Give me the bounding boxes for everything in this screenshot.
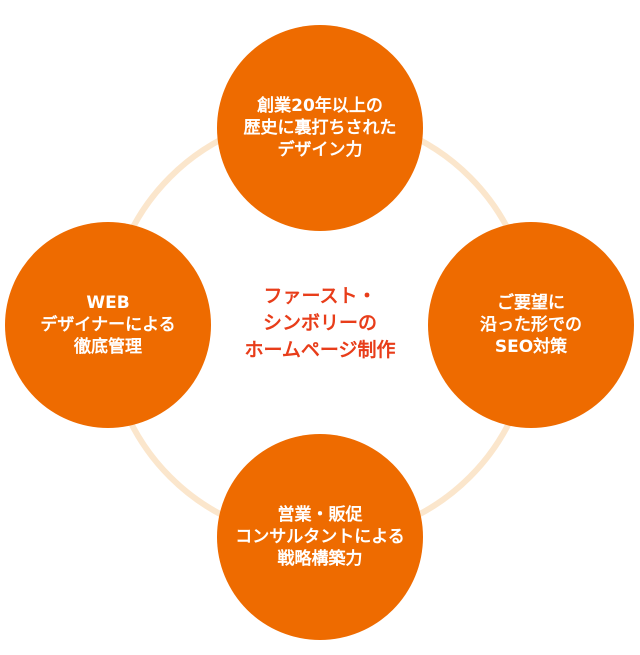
center-title: ファースト・ シンボリーの ホームページ制作 [205,283,435,364]
feature-design-line-3: デザイン力 [277,140,363,160]
feature-strategy-line-1: 営業・販促 [277,505,363,525]
feature-circle-strategy: 営業・販促 コンサルタントによる 戦略構築力 [217,434,423,640]
feature-management-line-3: 徹底管理 [74,337,142,357]
feature-seo-line-1: ご要望に [497,293,565,313]
feature-circle-management: WEB デザイナーによる 徹底管理 [5,222,211,428]
feature-circle-seo: ご要望に 沿った形での SEO対策 [428,222,634,428]
center-title-line-2: シンボリーの [262,312,377,334]
feature-strategy-line-2: コンサルタントによる [235,527,405,547]
feature-management-line-2: デザイナーによる [40,315,176,335]
feature-seo-line-3: SEO対策 [494,337,568,357]
feature-design-line-1: 創業20年以上の [257,96,383,116]
feature-seo-line-2: 沿った形での [480,315,582,335]
feature-design-line-2: 歴史に裏打ちされた [243,118,397,138]
center-title-line-3: ホームページ制作 [244,339,396,361]
center-title-line-1: ファースト・ [263,285,377,307]
feature-management-line-1: WEB [86,293,130,313]
feature-strategy-line-3: 戦略構築力 [277,549,363,569]
feature-circle-design: 創業20年以上の 歴史に裏打ちされた デザイン力 [217,25,423,231]
